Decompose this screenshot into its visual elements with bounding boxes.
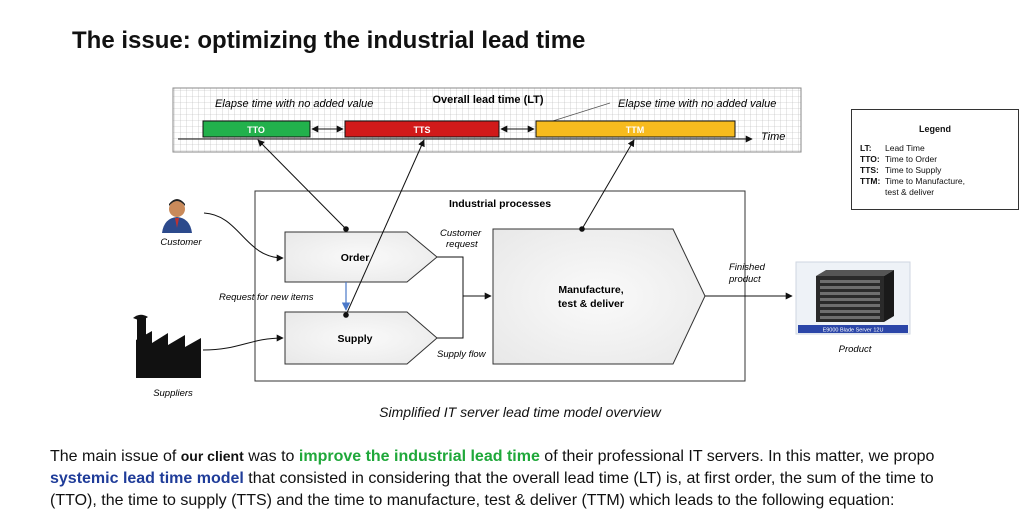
server-product-image: E9000 Blade Server 12U [795,261,911,335]
legend-row: TTS: Time to Supply [860,165,941,175]
time-label: Time [761,131,785,143]
elapse-left-label: Elapse time with no added value [215,98,373,110]
supply-label: Supply [337,333,372,345]
legend-row: test & deliver [860,187,934,197]
paragraph-text: The main issue of [50,448,181,465]
tts-bar-label: TTS [414,125,431,135]
order-label: Order [341,252,370,264]
legend-key: LT: [860,143,872,153]
paragraph-line-1: The main issue of our client was to impr… [50,445,1024,468]
client-text: our client [180,448,244,464]
customer-icon [162,199,192,233]
legend-row: TTM: Time to Manufacture, [860,176,965,186]
tts-bar [344,120,500,138]
tto-bar-label: TTO [247,125,265,135]
order-shape [284,231,438,283]
paragraph-text: of their professional IT servers. In thi… [539,448,935,465]
request-new-items-label: Request for new items [219,292,314,303]
paragraph-text: (TTO), the time to supply (TTS) and the … [50,492,895,509]
paragraph-line-3: (TTO), the time to supply (TTS) and the … [50,490,1024,512]
supply-to-tts-link [345,139,425,316]
finished-product-label-2: product [728,274,761,285]
factory-icon [133,314,201,378]
supply-shape [284,311,438,365]
ttm-bar [535,120,736,138]
server-plate-text: E9000 Blade Server 12U [823,328,884,334]
customer-request-label-1: Customer [440,228,482,239]
page-title: The issue: optimizing the industrial lea… [72,27,586,54]
order-to-merge-line [437,256,464,339]
legend-key: TTM: [860,176,881,186]
highlight-blue-text: systemic lead time model [50,470,244,487]
customer-request-label-2: request [446,239,478,250]
legend-text: Time to Order [885,154,938,164]
legend-key: TTS: [860,165,879,175]
description-paragraph: The main issue of our client was to impr… [50,445,1024,512]
supply-flow-label: Supply flow [437,349,487,360]
manufacture-label-1: Manufacture, [558,284,623,296]
manufacture-label-2: test & deliver [558,298,624,310]
timeline-heading: Overall lead time (LT) [432,94,543,106]
process-to-bar-links [257,139,635,318]
legend-key: TTO: [860,154,880,164]
customer-label: Customer [160,237,202,248]
paragraph-text: was to [243,448,299,465]
suppliers-label: Suppliers [153,388,193,399]
manufacture-to-ttm-link [581,139,635,230]
legend-title: Legend [918,124,951,134]
paragraph-line-2: systemic lead time model that consisted … [50,468,1024,490]
paragraph-text: that consisted in considering that the o… [243,470,934,487]
legend-text: Time to Manufacture, [885,176,965,186]
legend-row: TTO: Time to Order [860,154,937,164]
legend-text: test & deliver [885,187,935,197]
suppliers-to-supply-arrow [202,334,284,351]
ttm-bar-label: TTM [626,125,645,135]
customer-to-order-arrow [203,212,284,262]
legend-text: Lead Time [885,143,925,153]
industrial-processes-heading: Industrial processes [449,198,551,210]
legend-box: Legend LT: Lead Time TTO: Time to Order TT… [851,109,1019,210]
manufacture-shape [492,228,706,365]
legend-text: Time to Supply [885,165,942,175]
finished-product-label-1: Finished [729,262,766,273]
diagram-caption: Simplified IT server lead time model ove… [379,404,661,420]
order-to-tto-link [257,139,347,230]
timeline-panel: Overall lead time (LT) Elapse time with … [172,87,802,153]
highlight-green-text: improve the industrial lead time [298,448,540,465]
tto-bar [202,120,311,138]
legend-row: LT: Lead Time [860,143,925,153]
elapse-right-label: Elapse time with no added value [618,98,776,110]
product-label: Product [839,344,872,355]
